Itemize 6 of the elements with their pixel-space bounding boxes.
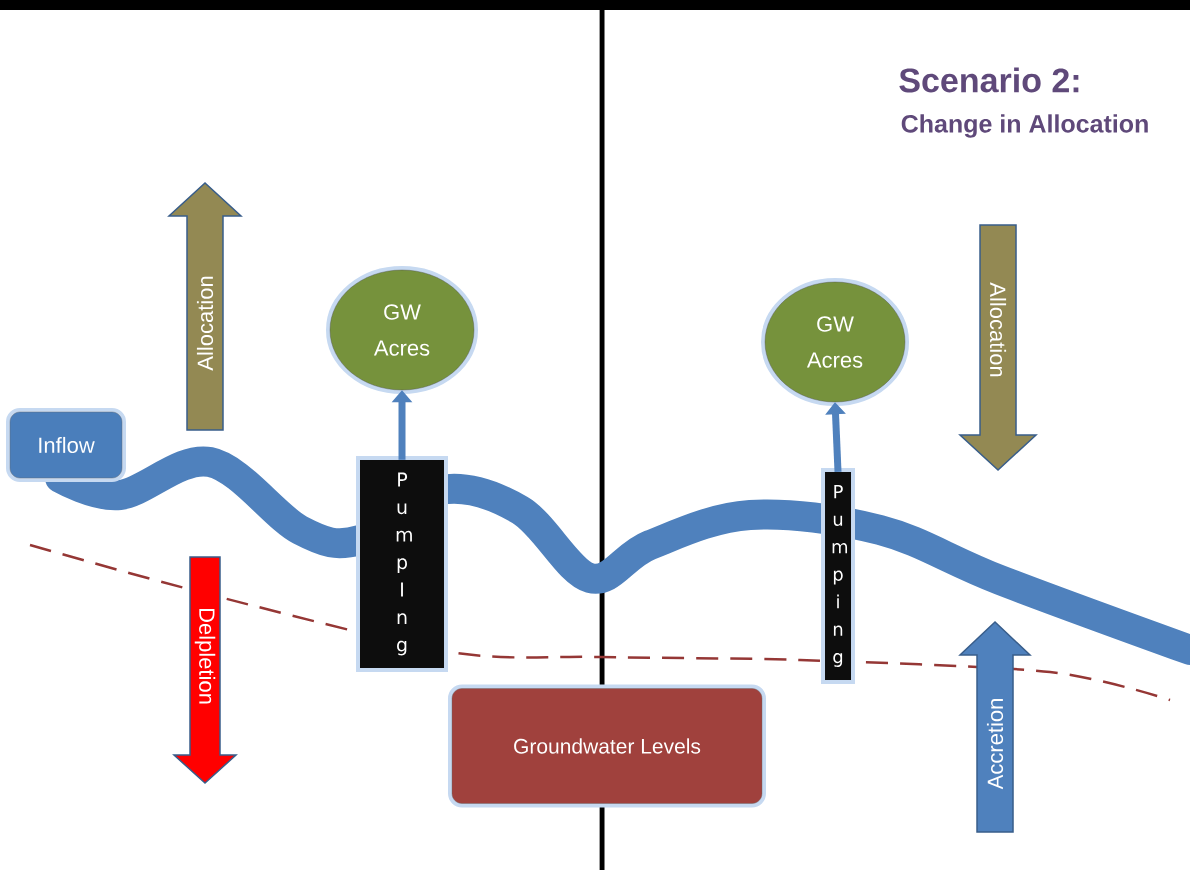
level-box: Groundwater Levels — [448, 684, 766, 808]
subtitle: Change in Allocation — [901, 114, 1148, 138]
pumping-box: Pumping — [821, 468, 855, 684]
pumping-box: PumpIng — [356, 456, 448, 672]
inflow-box: Inflow — [6, 408, 126, 482]
title: Scenario 2: — [899, 67, 1079, 93]
